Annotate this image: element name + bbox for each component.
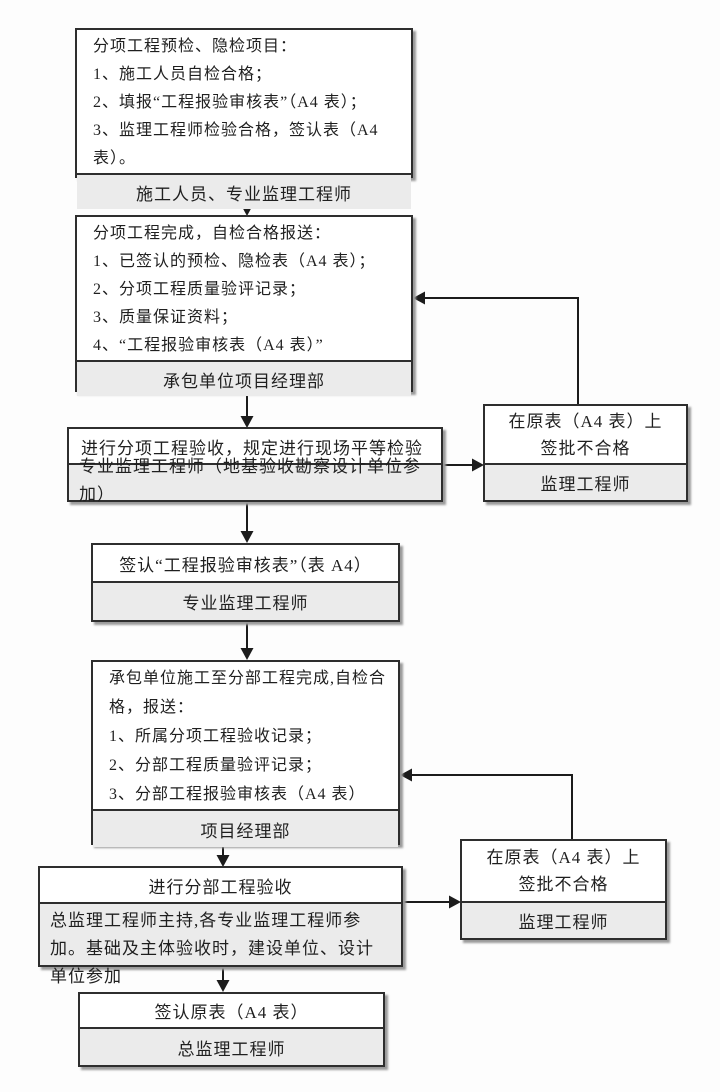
node-subitem-completed-submission: 分项工程完成，自检合格报送： 1、已签认的预检、隐检表（A4 表）； 2、分项工… — [75, 215, 413, 396]
arrowhead-down-icon — [240, 531, 254, 543]
body-line: 3、监理工程师检验合格，签认表（A4 表）。 — [93, 122, 379, 167]
body-line: 2、分项工程质量验评记录； — [93, 281, 307, 298]
arrowhead-right-icon — [472, 458, 484, 472]
node-sign-review-form: 签认“工程报验审核表”（表 A4） 专业监理工程师 — [91, 543, 400, 622]
responsible-party-label: 施工人员、专业监理工程师 — [77, 173, 411, 209]
feedback-reject1-step2-line — [424, 297, 579, 404]
body-line: 在原表（A4 表）上 — [486, 848, 641, 867]
body-line: 1、已签认的预检、隐检表（A4 表）； — [93, 253, 376, 270]
body-line: 分项工程预检、隐检项目： — [93, 38, 298, 55]
arrowhead-left-icon — [400, 768, 412, 782]
responsible-party-label: 专业监理工程师 — [93, 581, 398, 620]
node-reject-subdivision: 在原表（A4 表）上 签批不合格 监理工程师 — [460, 839, 667, 940]
body-line: 1、施工人员自检合格； — [93, 66, 273, 83]
arrowhead-down-icon — [216, 855, 230, 867]
node-subdivision-acceptance: 进行分部工程验收 总监理工程师主持,各专业监理工程师参加。基础及主体验收时，建设… — [38, 866, 403, 986]
node-body: 在原表（A4 表）上 签批不合格 — [485, 406, 686, 463]
body-line: 4、“工程报验审核表（A4 表）” — [93, 337, 324, 354]
arrowhead-down-icon — [216, 980, 230, 992]
node-body: 在原表（A4 表）上 签批不合格 — [462, 841, 665, 901]
responsible-party-label: 专业监理工程师（地基验收勘察设计单位参加） — [69, 457, 441, 504]
feedback-reject2-step5-line — [411, 774, 573, 839]
node-title: 进行分部工程验收 — [148, 877, 293, 897]
node-subitem-acceptance: 进行分项工程验收，规定进行现场平等检验 专业监理工程师（地基验收勘察设计单位参加… — [67, 427, 443, 504]
node-sign-original-form: 签认原表（A4 表） 总监理工程师 — [78, 992, 385, 1067]
arrowhead-right-icon — [449, 895, 461, 909]
node-body: 分项工程完成，自检合格报送： 1、已签认的预检、隐检表（A4 表）； 2、分项工… — [77, 217, 411, 360]
body-line: 在原表（A4 表）上 — [508, 411, 663, 431]
node-reject-subitem: 在原表（A4 表）上 签批不合格 监理工程师 — [483, 404, 688, 502]
node-title: 签认原表（A4 表） — [154, 1003, 309, 1022]
node-title: 签认“工程报验审核表”（表 A4） — [119, 555, 372, 575]
responsible-party-label: 总监理工程师主持,各专业监理工程师参加。基础及主体验收时，建设单位、设计单位参加 — [40, 902, 401, 986]
body-line: 2、填报“工程报验审核表”（A4 表）； — [93, 94, 367, 111]
node-body: 分项工程预检、隐检项目： 1、施工人员自检合格； 2、填报“工程报验审核表”（A… — [77, 30, 411, 173]
arrowhead-left-icon — [413, 291, 425, 305]
responsible-party-label: 项目经理部 — [93, 809, 398, 847]
arrowhead-down-icon — [240, 648, 254, 660]
node-title: 进行分项工程验收，规定进行现场平等检验 — [81, 438, 423, 458]
responsible-party-label: 承包单位项目经理部 — [77, 360, 411, 396]
responsible-party-label: 监理工程师 — [485, 463, 686, 500]
responsible-party-label: 监理工程师 — [462, 901, 665, 938]
body-line: 签批不合格 — [540, 438, 631, 458]
node-subitem-pre-inspection: 分项工程预检、隐检项目： 1、施工人员自检合格； 2、填报“工程报验审核表”（A… — [75, 28, 413, 209]
body-line: 分项工程完成，自检合格报送： — [93, 225, 332, 242]
body-line: 签批不合格 — [518, 875, 609, 894]
body-line: 1、所属分项工程验收记录； — [109, 728, 323, 745]
responsible-party-label: 总监理工程师 — [80, 1027, 383, 1065]
body-line: 3、质量保证资料； — [93, 309, 239, 326]
arrowhead-down-icon — [240, 416, 254, 428]
body-line: 承包单位施工至分部工程完成,自检合格，报送： — [109, 670, 387, 716]
body-line: 3、分部工程报验审核表（A4 表） — [109, 786, 366, 803]
node-body: 承包单位施工至分部工程完成,自检合格，报送： 1、所属分项工程验收记录； 2、分… — [93, 662, 398, 809]
body-line: 2、分部工程质量验评记录； — [109, 757, 323, 774]
node-subdivision-completed-submission: 承包单位施工至分部工程完成,自检合格，报送： 1、所属分项工程验收记录； 2、分… — [91, 660, 400, 847]
